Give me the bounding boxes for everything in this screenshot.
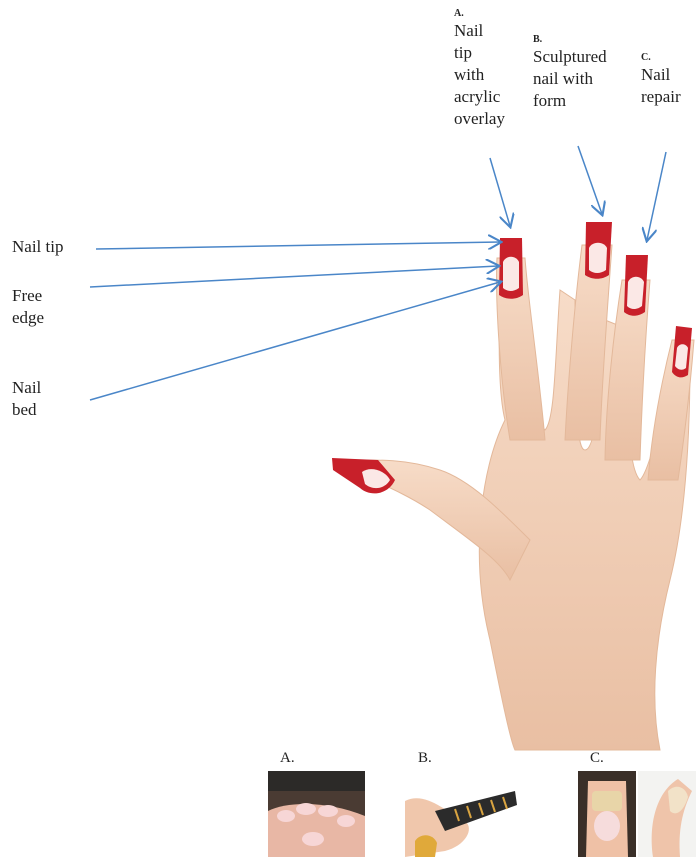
label-a-line-4: acrylic bbox=[454, 86, 505, 108]
label-b: B. Sculptured nail with form bbox=[533, 34, 607, 112]
label-c-line-1: Nail bbox=[641, 64, 681, 86]
hand-illustration bbox=[332, 222, 694, 750]
thumb-a-photo bbox=[268, 771, 365, 857]
label-nail-tip-line-1: Nail tip bbox=[12, 236, 63, 258]
nail-ring bbox=[624, 255, 648, 316]
arrow-free-edge bbox=[90, 266, 498, 287]
arrow-nail-bed bbox=[90, 282, 500, 400]
label-a-letter: A. bbox=[454, 8, 505, 20]
thumb-c-photo-left bbox=[578, 771, 636, 857]
label-c: C. Nail repair bbox=[641, 52, 681, 108]
label-nail-bed-line-1: Nail bbox=[12, 377, 41, 399]
label-c-line-2: repair bbox=[641, 86, 681, 108]
arrow-label-a bbox=[490, 158, 510, 226]
arrow-nail-tip bbox=[96, 242, 500, 249]
label-b-letter: B. bbox=[533, 34, 607, 46]
label-a-line-3: with bbox=[454, 64, 505, 86]
label-a-line-5: overlay bbox=[454, 108, 505, 130]
thumb-a-letter: A. bbox=[280, 750, 295, 767]
thumb-c-photo-right bbox=[638, 771, 696, 857]
arrow-label-b bbox=[578, 146, 602, 214]
thumb-b-photo bbox=[405, 771, 520, 857]
label-free-edge: Free edge bbox=[12, 285, 44, 329]
label-free-edge-line-2: edge bbox=[12, 307, 44, 329]
label-free-edge-line-1: Free bbox=[12, 285, 44, 307]
thumb-c-letter: C. bbox=[590, 750, 604, 767]
label-a-line-2: tip bbox=[454, 42, 505, 64]
label-nail-bed-line-2: bed bbox=[12, 399, 41, 421]
thumb-b-letter: B. bbox=[418, 750, 432, 767]
label-nail-tip: Nail tip bbox=[12, 236, 63, 258]
label-b-line-3: form bbox=[533, 90, 607, 112]
label-a: A. Nail tip with acrylic overlay bbox=[454, 8, 505, 130]
nail-index bbox=[499, 238, 523, 299]
label-a-line-1: Nail bbox=[454, 20, 505, 42]
label-c-letter: C. bbox=[641, 52, 681, 64]
label-nail-bed: Nail bed bbox=[12, 377, 41, 421]
label-b-line-1: Sculptured bbox=[533, 46, 607, 68]
nail-middle bbox=[585, 222, 612, 279]
arrow-label-c bbox=[647, 152, 666, 240]
label-b-line-2: nail with bbox=[533, 68, 607, 90]
